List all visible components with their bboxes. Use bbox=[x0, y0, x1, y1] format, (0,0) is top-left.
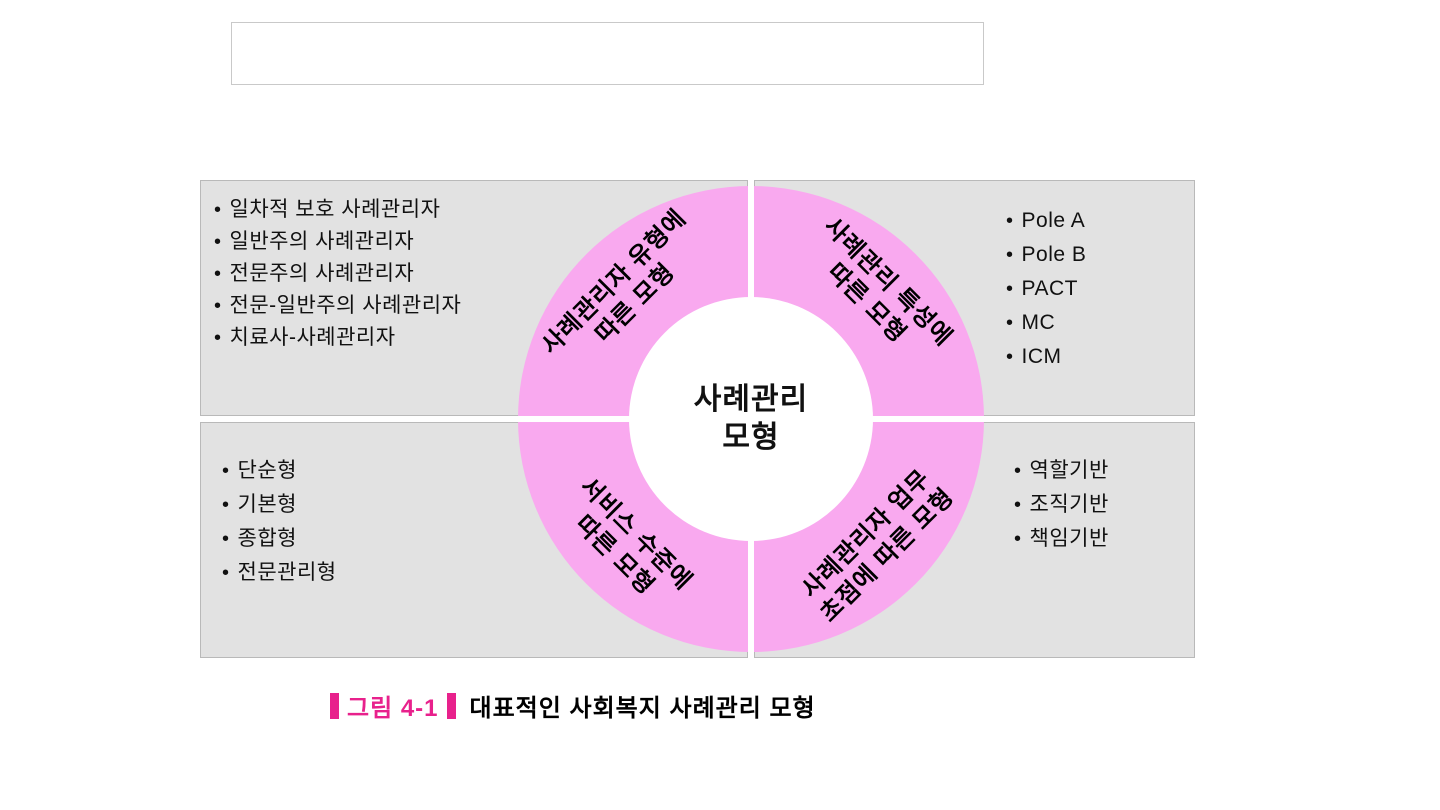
list-item-label: 일차적 보호 사례관리자 bbox=[229, 198, 441, 221]
list-item: • 일차적 보호 사례관리자 bbox=[214, 194, 461, 226]
list-item: • Pole B bbox=[1006, 238, 1086, 272]
list-item: • 치료사-사례관리자 bbox=[214, 322, 461, 354]
bullet-icon: • bbox=[214, 199, 222, 221]
list-item-label: 종합형 bbox=[237, 527, 297, 550]
bullet-icon: • bbox=[214, 231, 222, 253]
list-item: • 종합형 bbox=[222, 522, 337, 556]
bullet-icon: • bbox=[214, 295, 222, 317]
list-top-right: • Pole A • Pole B • PACT • MC • ICM bbox=[1006, 204, 1086, 374]
list-item: • 역할기반 bbox=[1014, 454, 1109, 488]
list-item-label: PACT bbox=[1021, 277, 1078, 300]
list-item: • 단순형 bbox=[222, 454, 337, 488]
list-item-label: 조직기반 bbox=[1029, 493, 1109, 516]
list-item: • MC bbox=[1006, 306, 1086, 340]
list-item: • 전문관리형 bbox=[222, 556, 337, 590]
list-item-label: 전문주의 사례관리자 bbox=[229, 262, 415, 285]
list-bottom-right: • 역할기반 • 조직기반 • 책임기반 bbox=[1014, 454, 1109, 556]
bullet-icon: • bbox=[1006, 312, 1014, 334]
list-item: • Pole A bbox=[1006, 204, 1086, 238]
list-item: • 책임기반 bbox=[1014, 522, 1109, 556]
list-item: • 기본형 bbox=[222, 488, 337, 522]
bullet-icon: • bbox=[222, 460, 230, 482]
bullet-icon: • bbox=[1006, 210, 1014, 232]
bullet-icon: • bbox=[222, 562, 230, 584]
bullet-icon: • bbox=[222, 528, 230, 550]
list-item-label: 역할기반 bbox=[1029, 459, 1109, 482]
bullet-icon: • bbox=[1014, 460, 1022, 482]
list-item: • PACT bbox=[1006, 272, 1086, 306]
list-item-label: Pole B bbox=[1021, 243, 1087, 266]
top-empty-box bbox=[231, 22, 984, 85]
figure-caption: 그림 4-1 대표적인 사회복지 사례관리 모형 bbox=[330, 688, 816, 723]
list-bottom-left: • 단순형 • 기본형 • 종합형 • 전문관리형 bbox=[222, 454, 337, 590]
bullet-icon: • bbox=[1006, 346, 1014, 368]
list-item: • 일반주의 사례관리자 bbox=[214, 226, 461, 258]
list-item-label: 전문-일반주의 사례관리자 bbox=[229, 294, 462, 317]
list-top-left: • 일차적 보호 사례관리자 • 일반주의 사례관리자 • 전문주의 사례관리자 • 전… bbox=[214, 194, 461, 354]
caption-bar-icon bbox=[446, 692, 456, 719]
bullet-icon: • bbox=[222, 494, 230, 516]
list-item: • ICM bbox=[1006, 340, 1086, 374]
bullet-icon: • bbox=[1006, 278, 1014, 300]
list-item: • 전문-일반주의 사례관리자 bbox=[214, 290, 461, 322]
list-item-label: ICM bbox=[1021, 345, 1062, 368]
list-item-label: 단순형 bbox=[237, 459, 297, 482]
list-item-label: Pole A bbox=[1021, 209, 1086, 232]
list-item-label: 치료사-사례관리자 bbox=[229, 326, 396, 349]
center-circle: 사례관리 모형 bbox=[629, 297, 873, 541]
bullet-icon: • bbox=[214, 263, 222, 285]
bullet-icon: • bbox=[1006, 244, 1014, 266]
case-management-diagram: 사례관리 모형 사례관리자 유형에 따른 모형 사례관리 특성에 따른 모형 서… bbox=[200, 180, 1195, 658]
center-title-line1: 사례관리 bbox=[693, 383, 809, 416]
bullet-icon: • bbox=[1014, 528, 1022, 550]
list-item-label: 전문관리형 bbox=[237, 561, 337, 584]
figure-title: 대표적인 사회복지 사례관리 모형 bbox=[469, 695, 816, 722]
caption-bar-icon bbox=[330, 692, 339, 719]
center-title-line2: 모형 bbox=[722, 421, 780, 454]
list-item-label: 일반주의 사례관리자 bbox=[229, 230, 415, 253]
list-item: • 조직기반 bbox=[1014, 488, 1109, 522]
list-item-label: MC bbox=[1021, 311, 1056, 334]
bullet-icon: • bbox=[1014, 494, 1022, 516]
list-item-label: 기본형 bbox=[237, 493, 297, 516]
list-item: • 전문주의 사례관리자 bbox=[214, 258, 461, 290]
bullet-icon: • bbox=[214, 327, 222, 349]
list-item-label: 책임기반 bbox=[1029, 527, 1109, 550]
figure-number: 그림 4-1 bbox=[347, 695, 439, 722]
